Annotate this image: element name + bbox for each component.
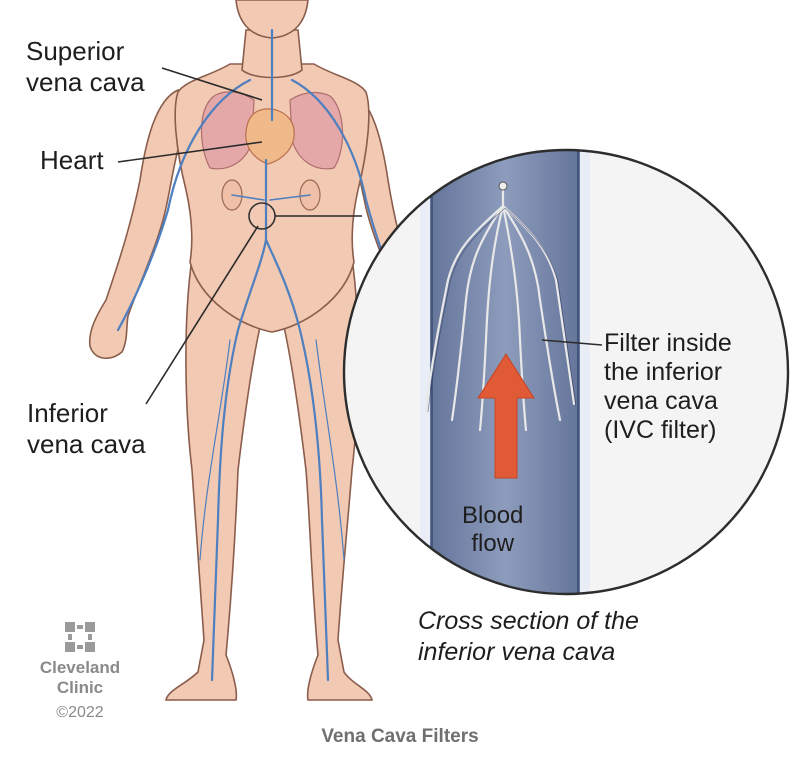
label-ivc-filter: Filter inside the inferior vena cava (IV…: [604, 329, 732, 445]
caption-line: Cross section of the: [418, 607, 639, 635]
label-superior-vena-cava: Superior vena cava: [26, 36, 145, 98]
copyright: ©2022: [56, 704, 104, 721]
label-inferior-vena-cava: Inferior vena cava: [27, 398, 146, 460]
label-line: vena cava: [604, 387, 718, 415]
leader-filter: [541, 339, 603, 346]
label-line: Filter inside: [604, 329, 732, 357]
label-line: Inferior: [27, 398, 108, 428]
arm-left: [88, 88, 185, 359]
brand-block: Cleveland Clinic ©2022: [34, 622, 126, 724]
caption-line: inferior vena cava: [418, 638, 616, 666]
magnified-view: [344, 150, 788, 594]
leader-lines: [117, 67, 603, 405]
label-heart: Heart: [40, 145, 104, 175]
magnified-view-border: [342, 148, 790, 596]
leader-inferior: [145, 225, 259, 405]
label-line: vena cava: [26, 67, 145, 97]
ivc-filter-shadow: [427, 207, 577, 413]
label-blood-flow: Blood flow: [462, 502, 523, 558]
ivc-filter: [424, 186, 576, 432]
label-line: Blood: [462, 502, 524, 529]
leader-heart: [117, 141, 263, 163]
brand-name-line: Cleveland: [39, 658, 121, 677]
heart-organ: [245, 108, 295, 165]
cross-section-caption: Cross section of the inferior vena cava: [418, 606, 639, 668]
label-line: the inferior: [604, 358, 723, 386]
cleveland-clinic-logo-icon: [65, 622, 95, 652]
figure-title: Vena Cava Filters: [321, 726, 479, 747]
label-line: vena cava: [27, 429, 146, 459]
label-line: Superior: [26, 36, 125, 66]
label-line: (IVC filter): [604, 416, 717, 444]
leg-left: [165, 256, 263, 701]
brand-name-line: Clinic: [56, 678, 104, 697]
blood-flow-arrow: [477, 353, 535, 479]
leader-superior: [161, 67, 263, 101]
label-line: flow: [471, 530, 515, 557]
